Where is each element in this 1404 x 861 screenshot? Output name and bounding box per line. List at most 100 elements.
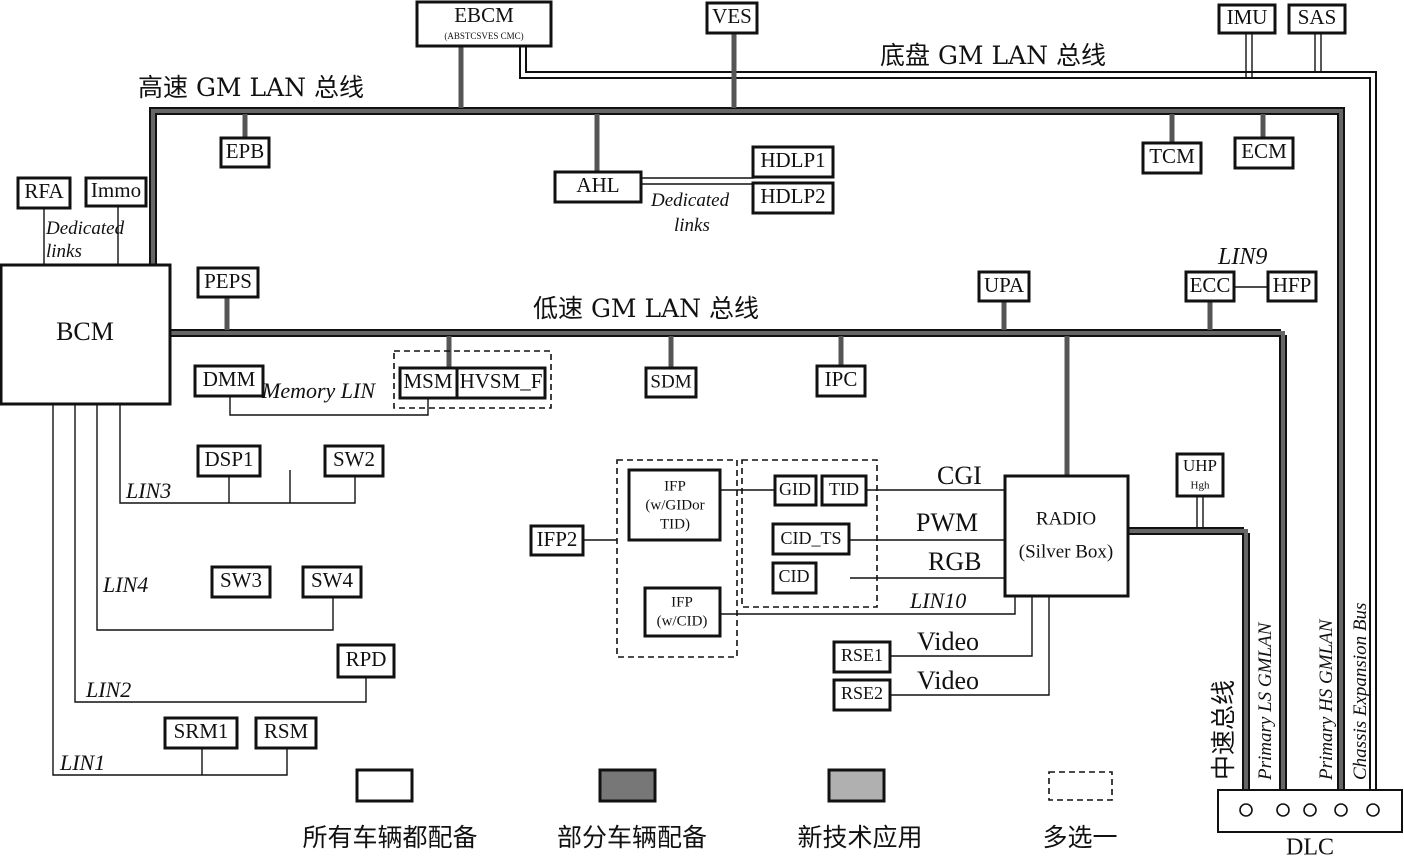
rpd-module[interactable]: RPD (336, 643, 396, 679)
svg-text:Immo: Immo (91, 178, 141, 202)
dedicated-links-label: links (674, 215, 710, 236)
rse2-module[interactable]: RSE2 (832, 678, 892, 712)
svg-text:HFP: HFP (1273, 273, 1312, 297)
legend-swatch-choose (1048, 771, 1113, 801)
svg-text:MSM: MSM (403, 369, 452, 393)
ifp2-module[interactable]: IFP2 (529, 524, 585, 557)
sdm-module[interactable]: SDM (644, 366, 698, 399)
legend-choose-label: 多选一 (1042, 823, 1117, 852)
tcm-module[interactable]: TCM (1141, 141, 1203, 175)
ls-stubs (224, 296, 1213, 476)
ebcm-module[interactable]: EBCM (ABSTCSVES CMC) (415, 0, 553, 48)
upa-module[interactable]: UPA (977, 270, 1031, 303)
svg-text:CID: CID (779, 566, 810, 586)
ipc-module[interactable]: IPC (815, 364, 867, 398)
dedicated-links-label: Dedicated (45, 218, 125, 239)
svg-text:IPC: IPC (825, 367, 858, 391)
imu-module[interactable]: IMU (1217, 3, 1277, 35)
sas-module[interactable]: SAS (1287, 3, 1347, 35)
svg-text:(w/CID): (w/CID) (657, 613, 708, 629)
svg-text:TCM: TCM (1149, 144, 1195, 168)
lin3-label: LIN3 (125, 478, 171, 503)
svg-text:(ABSTCSVES CMC): (ABSTCSVES CMC) (444, 31, 523, 41)
video-label: Video (917, 666, 979, 695)
dmm-module[interactable]: DMM (193, 364, 265, 398)
svg-text:HDLP1: HDLP1 (760, 148, 825, 172)
dedicated-links-label: links (46, 241, 82, 262)
immo-module[interactable]: Immo (84, 176, 148, 208)
svg-text:SDM: SDM (650, 371, 691, 392)
msm-module[interactable]: MSM (398, 366, 459, 400)
rsm-module[interactable]: RSM (254, 716, 318, 750)
peps-module[interactable]: PEPS (196, 266, 260, 299)
chassis-expansion-bus-label: Chassis Expansion Bus (1350, 603, 1371, 780)
svg-text:SAS: SAS (1298, 5, 1337, 29)
ifp-options-group (616, 459, 738, 658)
hdlp1-module[interactable]: HDLP1 (751, 145, 835, 179)
primary-ls-gmlan-label: Primary LS GMLAN (1255, 621, 1276, 781)
svg-text:HVSM_F: HVSM_F (460, 369, 543, 393)
sw4-module[interactable]: SW4 (301, 565, 363, 599)
dlc-pin (1239, 803, 1253, 817)
svg-text:DSP1: DSP1 (204, 447, 253, 471)
svg-text:RPD: RPD (346, 647, 387, 671)
dlc-pin (1276, 803, 1290, 817)
tid-module[interactable]: TID (820, 474, 868, 507)
rfa-module[interactable]: RFA (16, 176, 72, 210)
hvsm-module[interactable]: HVSM_F (455, 366, 547, 400)
svg-text:Hgh: Hgh (1191, 480, 1210, 492)
low-speed-bus (170, 329, 1287, 810)
cgi-label: CGI (937, 461, 982, 490)
epb-module[interactable]: EPB (219, 136, 271, 169)
rse1-module[interactable]: RSE1 (832, 640, 892, 674)
ifp-gid-tid-module[interactable]: IFP (w/GIDor TID) (627, 468, 722, 542)
radio-module[interactable]: RADIO (Silver Box) (1003, 474, 1130, 598)
dedicated-links-label: Dedicated (650, 190, 730, 211)
dlc-connector[interactable]: DLC (1217, 789, 1403, 861)
uhp-module[interactable]: UHP Hgh (1175, 452, 1225, 498)
sw3-module[interactable]: SW3 (210, 565, 272, 599)
memory-lin-label: Memory LIN (261, 378, 376, 403)
srm1-module[interactable]: SRM1 (163, 716, 239, 750)
svg-text:SRM1: SRM1 (174, 719, 229, 743)
cid-module[interactable]: CID (771, 561, 818, 595)
lin1-label: LIN1 (59, 750, 105, 775)
svg-text:RSM: RSM (264, 719, 309, 743)
legend: 所有车辆都配备 部分车辆配备 新技术应用 多选一 (302, 768, 1118, 852)
svg-text:TID): TID) (660, 516, 690, 532)
ahl-module[interactable]: AHL (553, 170, 643, 204)
hfp-module[interactable]: HFP (1266, 270, 1318, 303)
chassis-bus (519, 40, 1377, 810)
ecc-module[interactable]: ECC (1184, 270, 1236, 303)
gid-module[interactable]: GID (773, 474, 818, 507)
svg-text:AHL: AHL (576, 173, 619, 197)
hdlp2-module[interactable]: HDLP2 (751, 181, 835, 215)
svg-text:RFA: RFA (24, 179, 64, 203)
mid-speed-bus (1128, 527, 1250, 810)
pwm-label: PWM (916, 508, 978, 537)
ecm-module[interactable]: ECM (1233, 136, 1295, 170)
bcm-module[interactable]: BCM (0, 263, 172, 406)
svg-text:VES: VES (712, 4, 752, 28)
cid-ts-module[interactable]: CID_TS (771, 522, 851, 556)
dsp1-module[interactable]: DSP1 (196, 444, 262, 478)
dlc-pin (1366, 803, 1380, 817)
svg-text:RSE1: RSE1 (841, 645, 883, 665)
display-options-group (741, 459, 878, 608)
svg-text:RSE2: RSE2 (841, 683, 883, 703)
svg-text:DMM: DMM (203, 367, 256, 391)
legend-swatch-all (355, 768, 414, 803)
ifp-cid-module[interactable]: IFP (w/CID) (643, 586, 722, 638)
sw2-module[interactable]: SW2 (323, 444, 385, 478)
msm-hvsm-group (393, 350, 552, 409)
svg-text:IFP: IFP (671, 594, 693, 610)
svg-text:ECM: ECM (1241, 139, 1287, 163)
ves-module[interactable]: VES (705, 1, 759, 35)
svg-text:(w/GIDor: (w/GIDor (645, 497, 704, 513)
svg-text:DLC: DLC (1286, 835, 1334, 861)
high-speed-bus-label: 高速 GM LAN 总线 (138, 73, 364, 102)
dlc-pin (1334, 803, 1348, 817)
svg-text:UPA: UPA (984, 273, 1025, 297)
lin2-label: LIN2 (85, 677, 131, 702)
